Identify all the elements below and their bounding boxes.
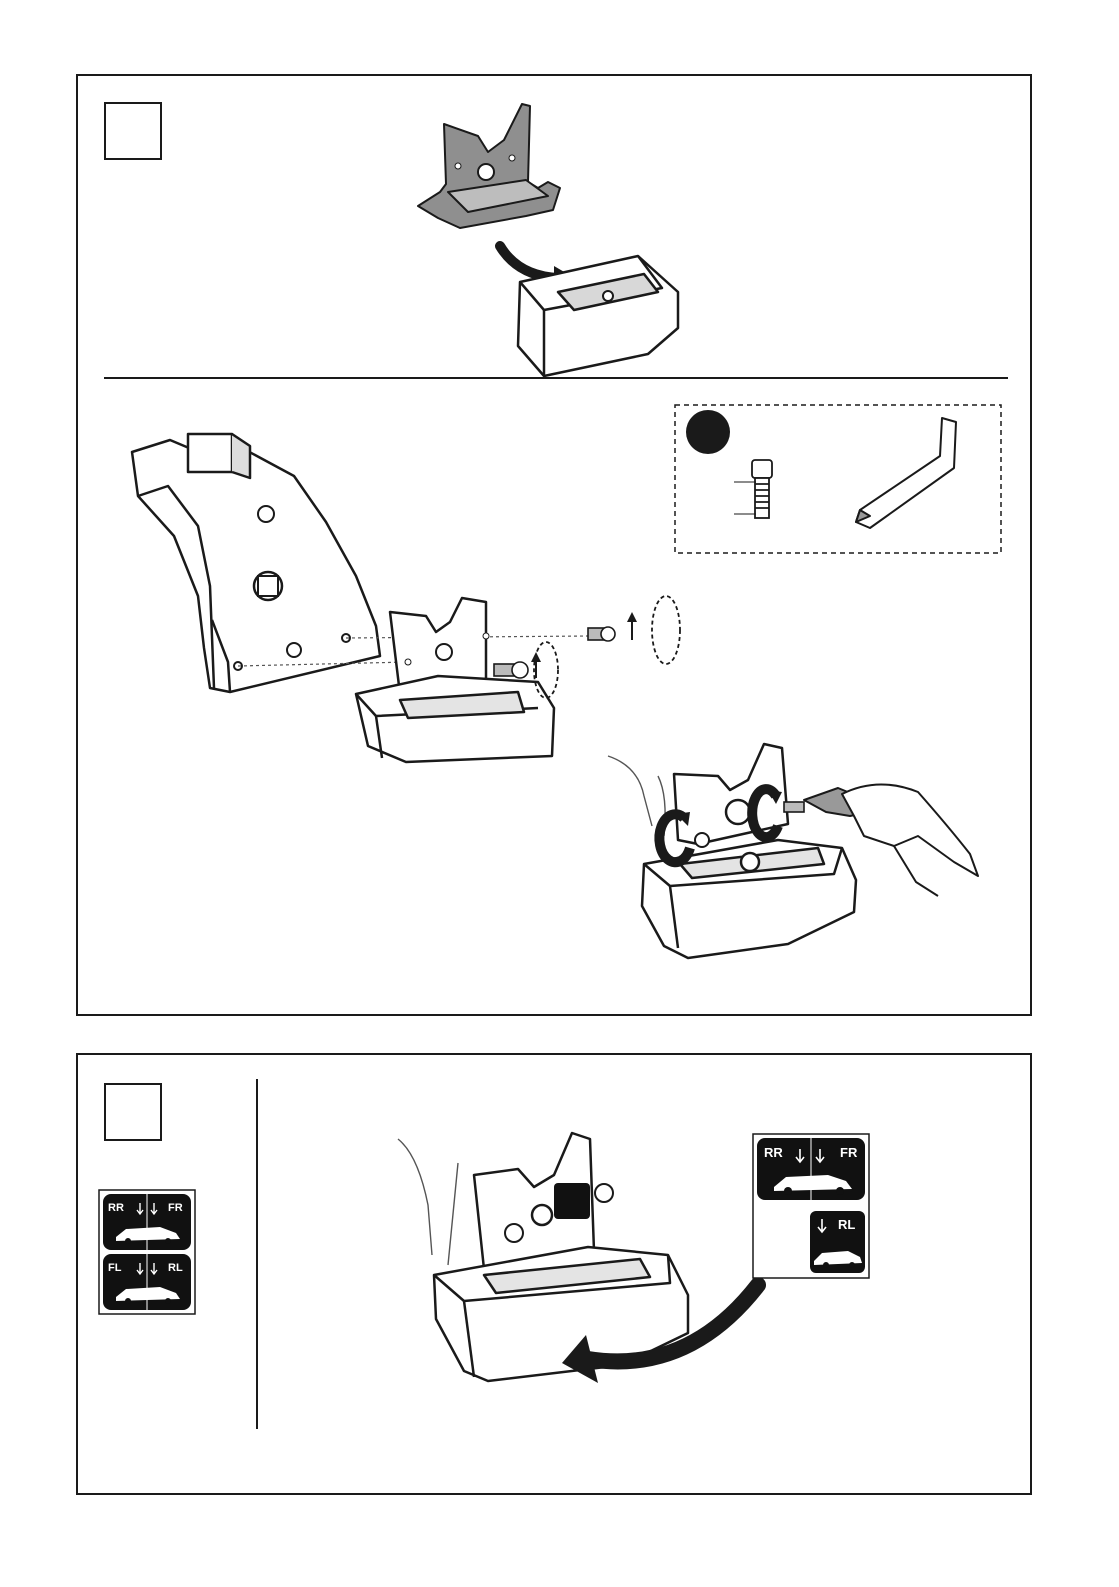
step-panel-bottom: RR FR FL RL <box>76 1053 1032 1495</box>
sticker-callout-large: RR FR RL <box>752 1133 872 1281</box>
sticker-label-rr: RR <box>108 1202 124 1214</box>
sticker-label-rl: RL <box>168 1262 183 1274</box>
bracket-plate-illustration <box>408 96 708 396</box>
parts-bullet-icon <box>686 410 730 454</box>
step-panel-top <box>76 74 1032 1016</box>
parts-callout <box>674 404 1004 556</box>
sticker-label-fr: FR <box>168 1202 183 1214</box>
foot-housing-exploded-illustration <box>118 426 718 756</box>
hex-key-icon <box>856 418 956 528</box>
applied-sticker <box>554 1183 590 1219</box>
step-number-box-top <box>104 102 162 160</box>
sticker-sheet-small: RR FR FL RL <box>98 1189 196 1315</box>
bolt-icon <box>752 460 772 518</box>
foot-sticker-application-illustration <box>388 1125 808 1425</box>
step-number-box-bottom <box>104 1083 162 1141</box>
callout-label-rl: RL <box>838 1217 855 1232</box>
vertical-divider <box>256 1079 258 1429</box>
callout-label-fr: FR <box>840 1145 858 1160</box>
sticker-label-fl: FL <box>108 1262 122 1274</box>
hand-tightening-illustration <box>598 736 1018 1016</box>
callout-label-rr: RR <box>764 1145 783 1160</box>
